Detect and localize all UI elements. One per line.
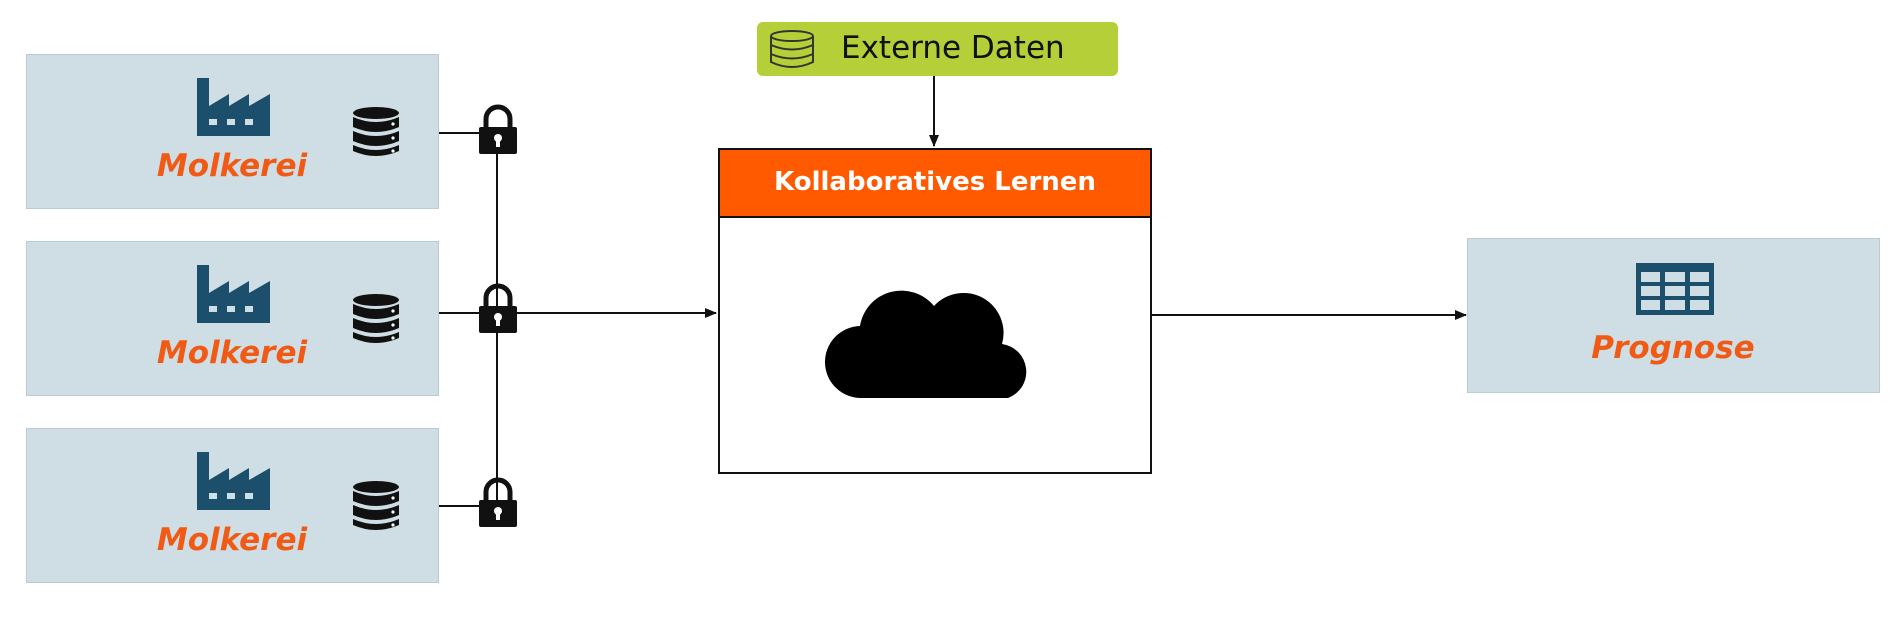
source-box-2: Molkerei <box>26 241 439 396</box>
cloud-icon <box>824 290 1027 399</box>
prognose-box: Prognose <box>1467 238 1880 393</box>
collaborative-learning-box: Kollaboratives Lernen <box>718 148 1152 474</box>
source-box-1: Molkerei <box>26 54 439 209</box>
collaborative-learning-title: Kollaboratives Lernen <box>774 167 1096 197</box>
factory-icon <box>197 78 270 136</box>
database-icon <box>353 107 399 156</box>
database-outline-icon <box>770 30 814 68</box>
database-icon <box>353 294 399 343</box>
external-data-box: Externe Daten <box>757 22 1118 76</box>
prognose-label: Prognose <box>1591 330 1755 366</box>
factory-icon <box>197 452 270 510</box>
factory-icon <box>197 265 270 323</box>
source-label: Molkerei <box>156 522 308 558</box>
table-grid-icon <box>1636 263 1714 315</box>
collaborative-learning-header: Kollaboratives Lernen <box>720 150 1150 218</box>
source-box-3: Molkerei <box>26 428 439 583</box>
source-label: Molkerei <box>156 335 308 371</box>
lock-icon <box>479 104 517 154</box>
lock-icon <box>479 283 517 333</box>
database-icon <box>353 481 399 530</box>
external-data-label: Externe Daten <box>841 30 1065 66</box>
source-label: Molkerei <box>156 148 308 184</box>
lock-icon <box>479 477 517 527</box>
